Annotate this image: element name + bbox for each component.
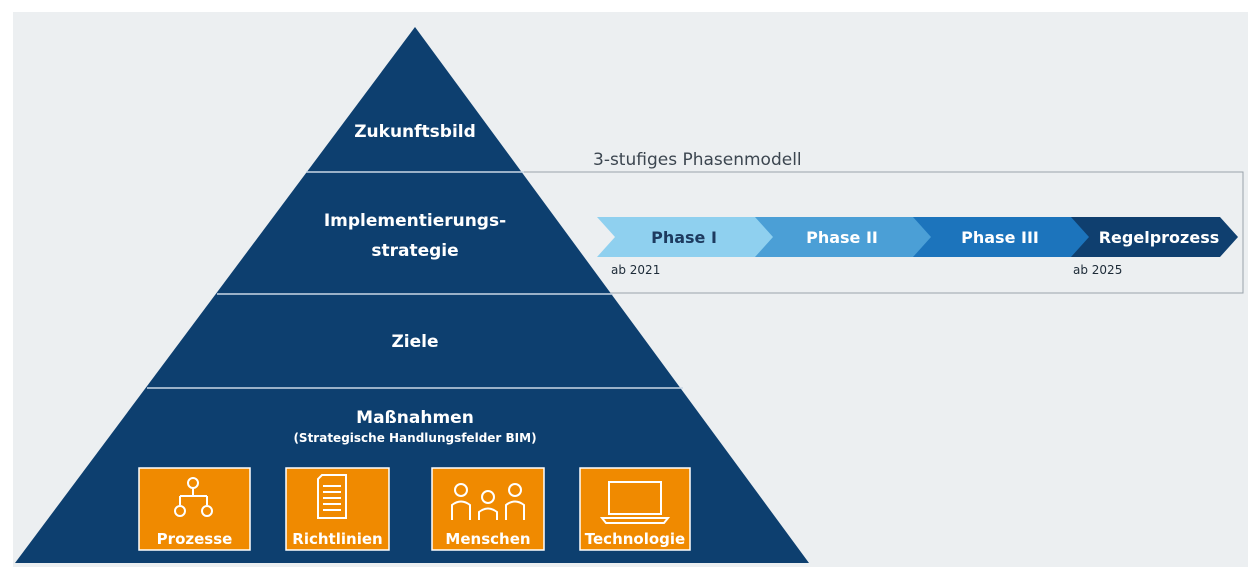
phase-start-label: ab 2021	[611, 263, 660, 277]
document-icon	[317, 474, 347, 519]
tier-zukunftsbild: Zukunftsbild	[354, 122, 476, 142]
tier-massnahmen-subtitle: (Strategische Handlungsfelder BIM)	[293, 431, 536, 445]
field-label-richtlinien: Richtlinien	[292, 530, 382, 548]
phase-label-4: Regelprozess	[1099, 228, 1220, 247]
process-icon	[174, 477, 213, 517]
phase-arrow-3	[913, 217, 1091, 257]
people-icon	[451, 483, 525, 520]
field-label-prozesse: Prozesse	[157, 530, 233, 548]
tier-implementierung-line1: Implementierungs-	[324, 211, 506, 231]
phase-arrow-4	[1071, 217, 1238, 257]
field-label-technologie: Technologie	[585, 530, 685, 548]
phase-arrow-2	[755, 217, 933, 257]
tier-implementierung-line2: strategie	[371, 241, 458, 261]
phase-label-1: Phase I	[651, 228, 717, 247]
laptop-icon	[599, 481, 671, 524]
phase-arrow-1	[597, 217, 775, 257]
phase-label-3: Phase III	[961, 228, 1039, 247]
phase-model-title: 3-stufiges Phasenmodell	[593, 150, 802, 170]
field-label-menschen: Menschen	[445, 530, 530, 548]
field-prozesse: Prozesse	[138, 467, 251, 551]
pyramid	[15, 27, 809, 563]
field-richtlinien: Richtlinien	[285, 467, 390, 551]
tier-massnahmen-title: Maßnahmen	[356, 408, 474, 428]
field-menschen: Menschen	[431, 467, 545, 551]
field-technologie: Technologie	[579, 467, 691, 551]
phase-label-2: Phase II	[806, 228, 878, 247]
phase-end-label: ab 2025	[1073, 263, 1122, 277]
tier-ziele: Ziele	[391, 332, 438, 352]
